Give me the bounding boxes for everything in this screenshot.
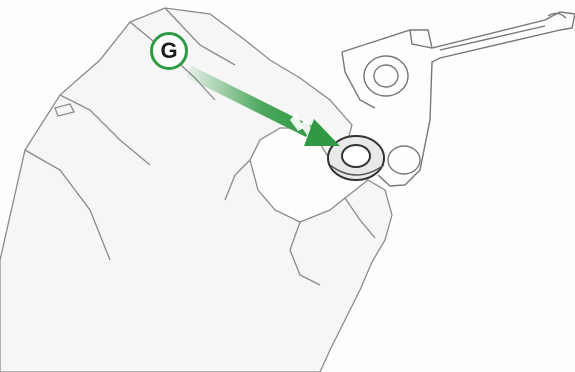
hand-sketch-icon [0, 8, 392, 372]
callout-label-g: G [150, 32, 188, 70]
